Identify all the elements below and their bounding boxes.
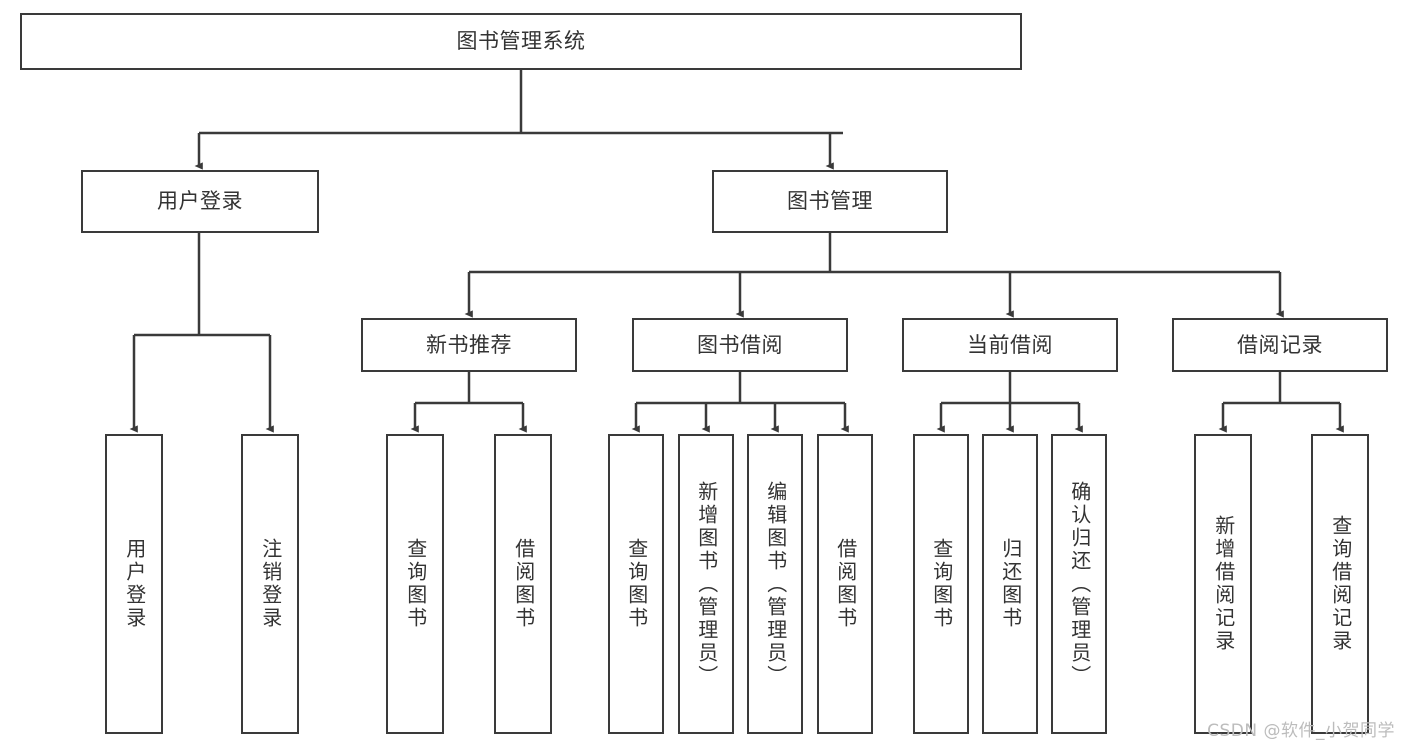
leaf-bb-edit-book-label: 编辑图书（管理员）: [763, 480, 788, 688]
leaf-cb-return-book[interactable]: 归还图书: [982, 434, 1038, 734]
watermark: CSDN @软件_小贺同学: [1207, 721, 1395, 741]
leaf-bb-add-book-label: 新增图书（管理员）: [694, 480, 719, 688]
leaf-user-login-label: 用户登录: [122, 538, 147, 630]
leaf-cb-return-book-label: 归还图书: [998, 538, 1023, 630]
leaf-logout-label: 注销登录: [258, 538, 283, 630]
leaf-cb-query-book[interactable]: 查询图书: [913, 434, 969, 734]
node-user-login-label: 用户登录: [157, 189, 243, 214]
node-book-manage[interactable]: 图书管理: [712, 170, 948, 233]
node-root-label: 图书管理系统: [456, 29, 586, 54]
node-book-borrow[interactable]: 图书借阅: [632, 318, 848, 372]
node-borrow-record-label: 借阅记录: [1237, 332, 1323, 357]
leaf-nb-query-book[interactable]: 查询图书: [386, 434, 444, 734]
leaf-nb-borrow-book-label: 借阅图书: [511, 538, 536, 630]
leaf-cb-query-book-label: 查询图书: [929, 538, 954, 630]
leaf-br-query-record[interactable]: 查询借阅记录: [1311, 434, 1369, 734]
leaf-nb-query-book-label: 查询图书: [403, 538, 428, 630]
leaf-nb-borrow-book[interactable]: 借阅图书: [494, 434, 552, 734]
leaf-bb-add-book[interactable]: 新增图书（管理员）: [678, 434, 734, 734]
node-user-login[interactable]: 用户登录: [81, 170, 319, 233]
node-root[interactable]: 图书管理系统: [20, 13, 1022, 70]
leaf-user-login[interactable]: 用户登录: [105, 434, 163, 734]
leaf-cb-confirm-return-label: 确认归还（管理员）: [1067, 480, 1092, 688]
node-book-manage-label: 图书管理: [787, 189, 873, 214]
node-current-borrow[interactable]: 当前借阅: [902, 318, 1118, 372]
leaf-bb-edit-book[interactable]: 编辑图书（管理员）: [747, 434, 803, 734]
leaf-logout[interactable]: 注销登录: [241, 434, 299, 734]
leaf-bb-borrow-book[interactable]: 借阅图书: [817, 434, 873, 734]
leaf-bb-query-book-label: 查询图书: [624, 538, 649, 630]
node-borrow-record[interactable]: 借阅记录: [1172, 318, 1388, 372]
node-book-borrow-label: 图书借阅: [697, 332, 783, 357]
leaf-bb-query-book[interactable]: 查询图书: [608, 434, 664, 734]
leaf-br-query-record-label: 查询借阅记录: [1328, 515, 1353, 653]
node-new-book-recommend-label: 新书推荐: [426, 332, 512, 357]
leaf-bb-borrow-book-label: 借阅图书: [833, 538, 858, 630]
node-new-book-recommend[interactable]: 新书推荐: [361, 318, 577, 372]
leaf-br-add-record[interactable]: 新增借阅记录: [1194, 434, 1252, 734]
leaf-br-add-record-label: 新增借阅记录: [1211, 515, 1236, 653]
leaf-cb-confirm-return[interactable]: 确认归还（管理员）: [1051, 434, 1107, 734]
node-current-borrow-label: 当前借阅: [967, 332, 1053, 357]
